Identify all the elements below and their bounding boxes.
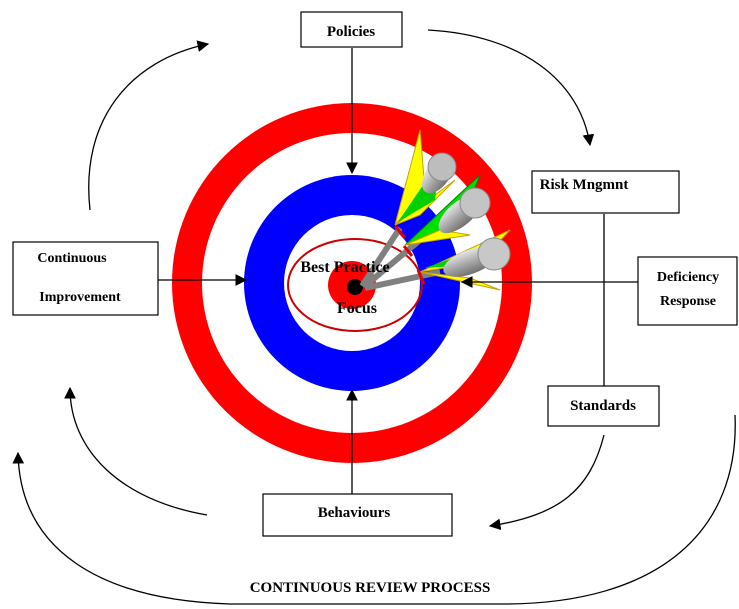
policies-box: Policies (300, 11, 403, 48)
dart-3 (364, 229, 511, 291)
arc-outer-review (12, 414, 736, 605)
standards-box: Standards (547, 385, 660, 427)
dart-2 (363, 174, 491, 289)
deficiency-label-line1: Deficiency (657, 270, 719, 285)
policies-label: Policies (327, 24, 375, 40)
arc-top-left (88, 40, 210, 211)
risk-management-label: Risk Mngmnt (540, 177, 629, 193)
standards-label: Standards (570, 398, 636, 414)
dart-icon (359, 129, 511, 291)
behaviours-box: Behaviours (262, 493, 453, 537)
behaviours-label: Behaviours (318, 505, 391, 521)
risk-management-box: Risk Mngmnt (531, 170, 680, 214)
arc-bottom-left (64, 386, 208, 516)
bullseye-center (347, 279, 363, 295)
review-process-label: CONTINUOUS REVIEW PROCESS (250, 580, 491, 596)
continuous-label-line2: Improvement (39, 290, 121, 305)
dart-1 (359, 129, 457, 288)
deficiency-response-box: Deficiency Response (637, 256, 738, 326)
arc-bottom-right (488, 434, 605, 531)
continuous-improvement-box: Continuous Improvement (12, 241, 159, 316)
center-label-line2: Focus (337, 300, 377, 317)
arc-top-right (427, 29, 595, 147)
deficiency-label-line2: Response (660, 294, 716, 309)
continuous-label-line1: Continuous (37, 251, 107, 266)
focus-ellipse (287, 238, 423, 332)
center-label-line1: Best Practice (300, 259, 389, 276)
